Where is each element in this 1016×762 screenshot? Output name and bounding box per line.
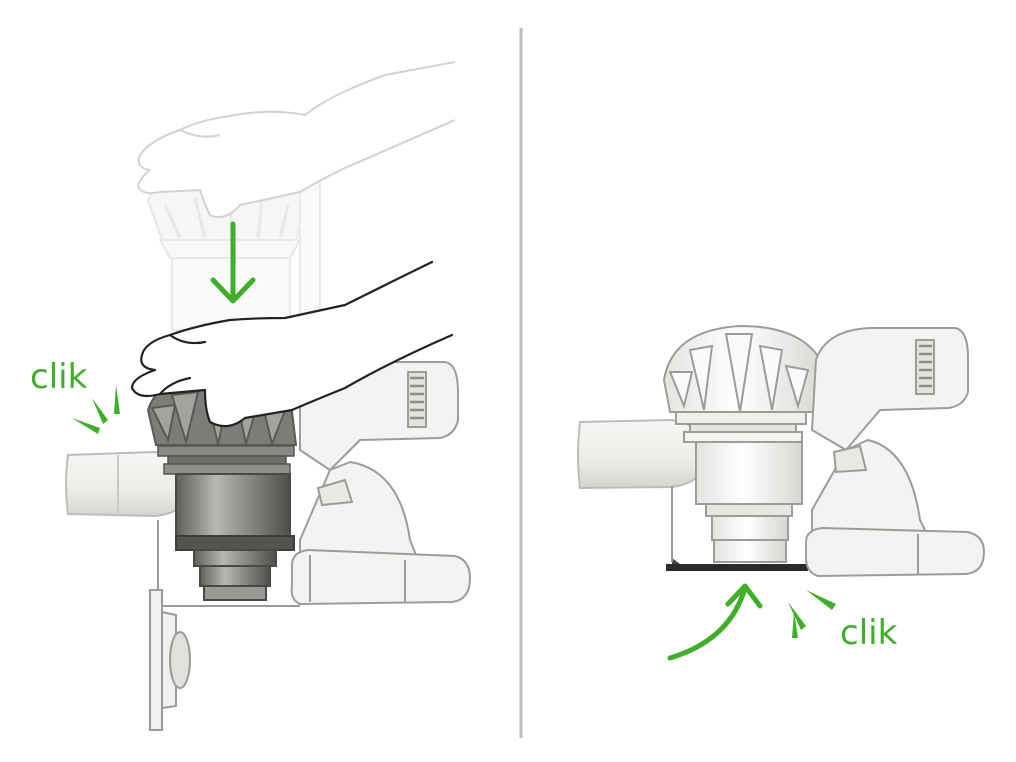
down-arrow: [210, 221, 256, 304]
handle-grille-right: [919, 344, 932, 388]
trigger-right: [832, 444, 868, 474]
click-burst-right: [788, 590, 836, 638]
trigger-left: [316, 478, 354, 507]
wand-attachment-right: [577, 418, 707, 490]
clik-label-left: clik: [30, 357, 88, 397]
closed-bin-flap: [666, 486, 808, 571]
hand: [130, 260, 454, 428]
handle-grille-left: [410, 376, 424, 420]
left-panel: clik: [30, 61, 471, 731]
close-flap-arrow: [667, 583, 763, 661]
bin-body-right: [675, 411, 807, 563]
click-burst-left: [72, 385, 120, 434]
right-panel: clik: [577, 324, 985, 661]
clik-label-right: clik: [840, 613, 898, 653]
bin-flap-left: [149, 520, 300, 731]
motor-handle-right: [805, 327, 985, 577]
ghost-hand: [137, 61, 456, 218]
cyclone-cones-right: [668, 333, 810, 413]
